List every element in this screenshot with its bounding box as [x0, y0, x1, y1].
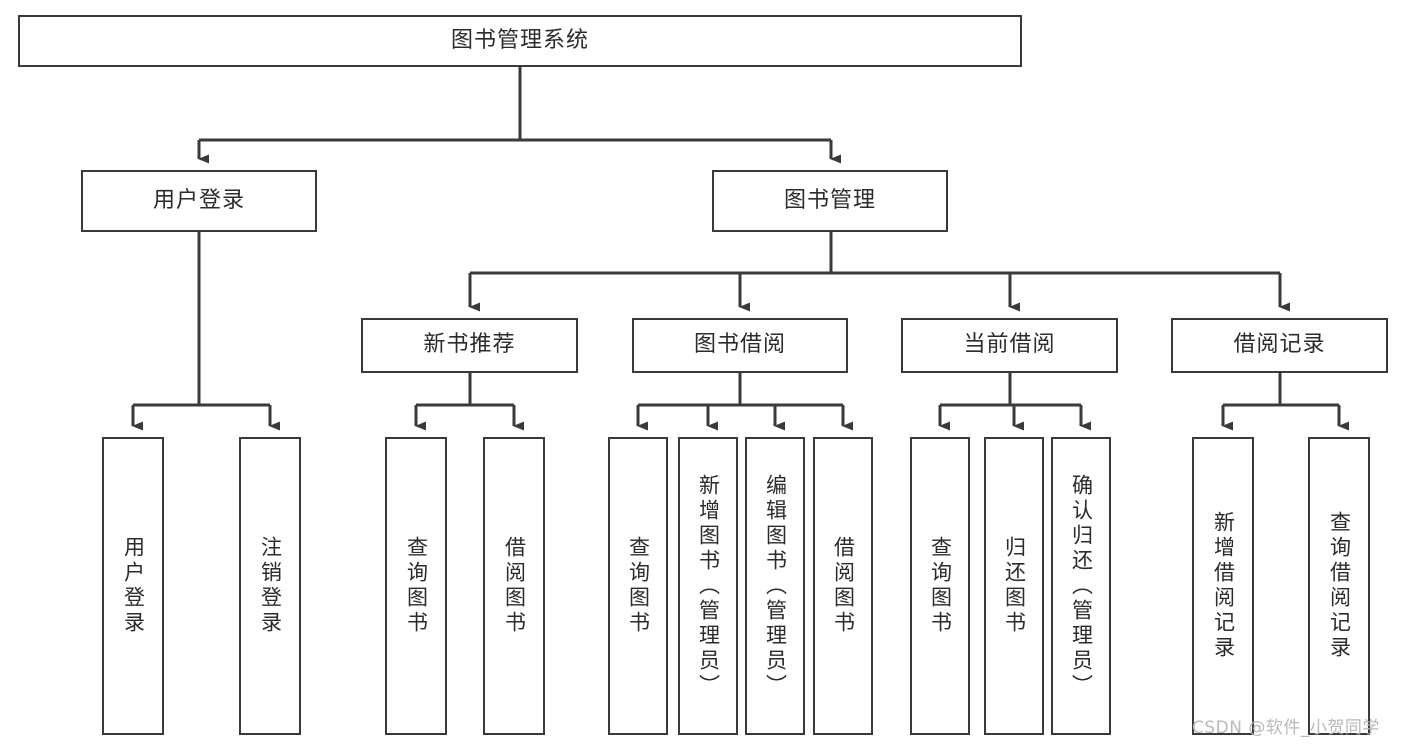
- leaf-return-book[interactable]: 归还图书: [984, 437, 1044, 735]
- leaf-add-borrow-record[interactable]: 新增借阅记录: [1192, 437, 1254, 735]
- node-borrow-record[interactable]: 借阅记录: [1171, 318, 1388, 373]
- leaf-query-book-cur-label: 查询图书: [928, 536, 953, 636]
- node-root-label: 图书管理系统: [450, 27, 589, 53]
- node-book-management[interactable]: 图书管理: [712, 170, 948, 232]
- node-book-management-label: 图书管理: [783, 187, 876, 213]
- node-current-borrow-label: 当前借阅: [963, 332, 1056, 358]
- leaf-confirm-return-admin[interactable]: 确认归还（管理员）: [1051, 437, 1111, 735]
- leaf-borrow-book-label: 借阅图书: [831, 536, 856, 636]
- leaf-query-book-rec-label: 查询图书: [404, 536, 429, 636]
- leaf-borrow-book-rec-label: 借阅图书: [502, 536, 527, 636]
- leaf-edit-book-admin[interactable]: 编辑图书（管理员）: [745, 437, 805, 735]
- node-root[interactable]: 图书管理系统: [18, 15, 1022, 67]
- node-user-login-label: 用户登录: [152, 187, 245, 213]
- leaf-user-login[interactable]: 用户登录: [102, 437, 164, 735]
- leaf-query-book-borrow-label: 查询图书: [626, 536, 651, 636]
- node-borrow-record-label: 借阅记录: [1233, 332, 1326, 358]
- leaf-add-book-admin-label: 新增图书（管理员）: [696, 473, 721, 699]
- node-new-book-recommend-label: 新书推荐: [423, 332, 516, 358]
- leaf-return-book-label: 归还图书: [1002, 536, 1027, 636]
- leaf-logout[interactable]: 注销登录: [239, 437, 301, 735]
- leaf-query-borrow-record-label: 查询借阅记录: [1327, 511, 1352, 661]
- node-current-borrow[interactable]: 当前借阅: [901, 318, 1118, 373]
- leaf-query-borrow-record[interactable]: 查询借阅记录: [1308, 437, 1370, 735]
- leaf-logout-label: 注销登录: [258, 536, 283, 636]
- node-book-borrow[interactable]: 图书借阅: [632, 318, 848, 373]
- leaf-query-book-borrow[interactable]: 查询图书: [608, 437, 668, 735]
- leaf-user-login-label: 用户登录: [121, 536, 146, 636]
- leaf-query-book-cur[interactable]: 查询图书: [910, 437, 970, 735]
- leaf-add-book-admin[interactable]: 新增图书（管理员）: [678, 437, 738, 735]
- leaf-borrow-book-rec[interactable]: 借阅图书: [483, 437, 545, 735]
- leaf-add-borrow-record-label: 新增借阅记录: [1211, 511, 1236, 661]
- leaf-query-book-rec[interactable]: 查询图书: [385, 437, 447, 735]
- leaf-borrow-book[interactable]: 借阅图书: [813, 437, 873, 735]
- leaf-edit-book-admin-label: 编辑图书（管理员）: [763, 473, 788, 699]
- node-book-borrow-label: 图书借阅: [693, 332, 786, 358]
- node-new-book-recommend[interactable]: 新书推荐: [361, 318, 578, 373]
- node-user-login[interactable]: 用户登录: [81, 170, 317, 232]
- leaf-confirm-return-admin-label: 确认归还（管理员）: [1069, 473, 1094, 699]
- watermark-text: CSDN @软件_小贺同学: [1192, 718, 1380, 738]
